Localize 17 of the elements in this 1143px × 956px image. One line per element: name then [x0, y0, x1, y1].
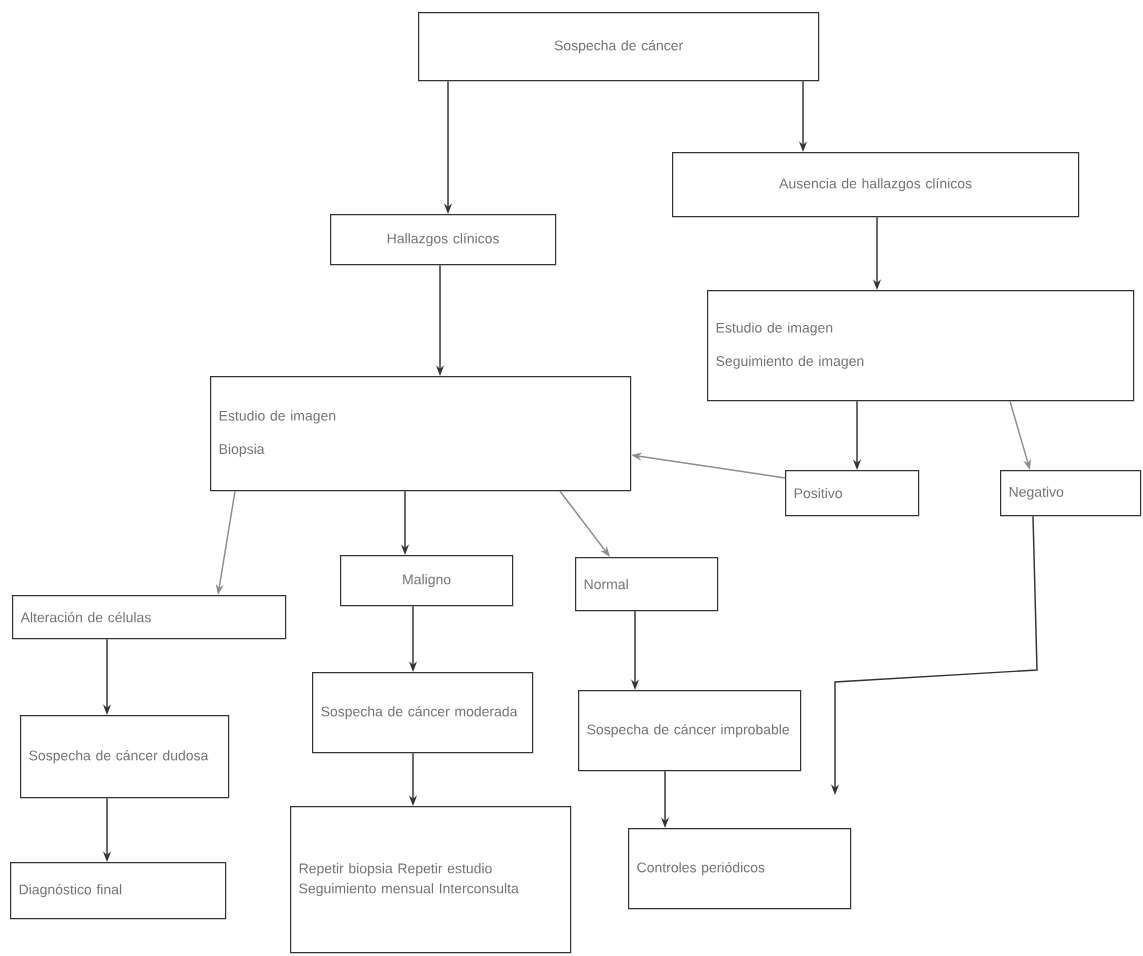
process-box: Sospecha de cáncer dudosa [20, 715, 230, 799]
process-box: Maligno [340, 555, 514, 607]
process-box: Hallazgos clínicos [330, 214, 557, 266]
arrow [559, 490, 610, 557]
process-box: Diagnóstico final [10, 862, 227, 920]
process-box: Ausencia de hallazgos clínicos [672, 152, 1080, 218]
process-box: Repetir biopsia Repetir estudio Seguimiento mensual Interconsulta [290, 806, 572, 954]
process-box: Alteración de células [12, 595, 287, 640]
process-box: Positivo [785, 470, 920, 517]
process-box: Sospecha de cáncer moderada [312, 672, 534, 754]
process-box: Estudio de imagen Biopsia [210, 376, 632, 492]
process-box: Sospecha de cáncer [418, 12, 820, 82]
process-box: Estudio de imagen Seguimiento de imagen [707, 290, 1135, 402]
process-box: Normal [575, 557, 719, 612]
process-box: Controles periódicos [628, 828, 852, 910]
process-box: Sospecha de cáncer improbable [578, 690, 802, 772]
process-box: Negativo [1000, 470, 1142, 517]
